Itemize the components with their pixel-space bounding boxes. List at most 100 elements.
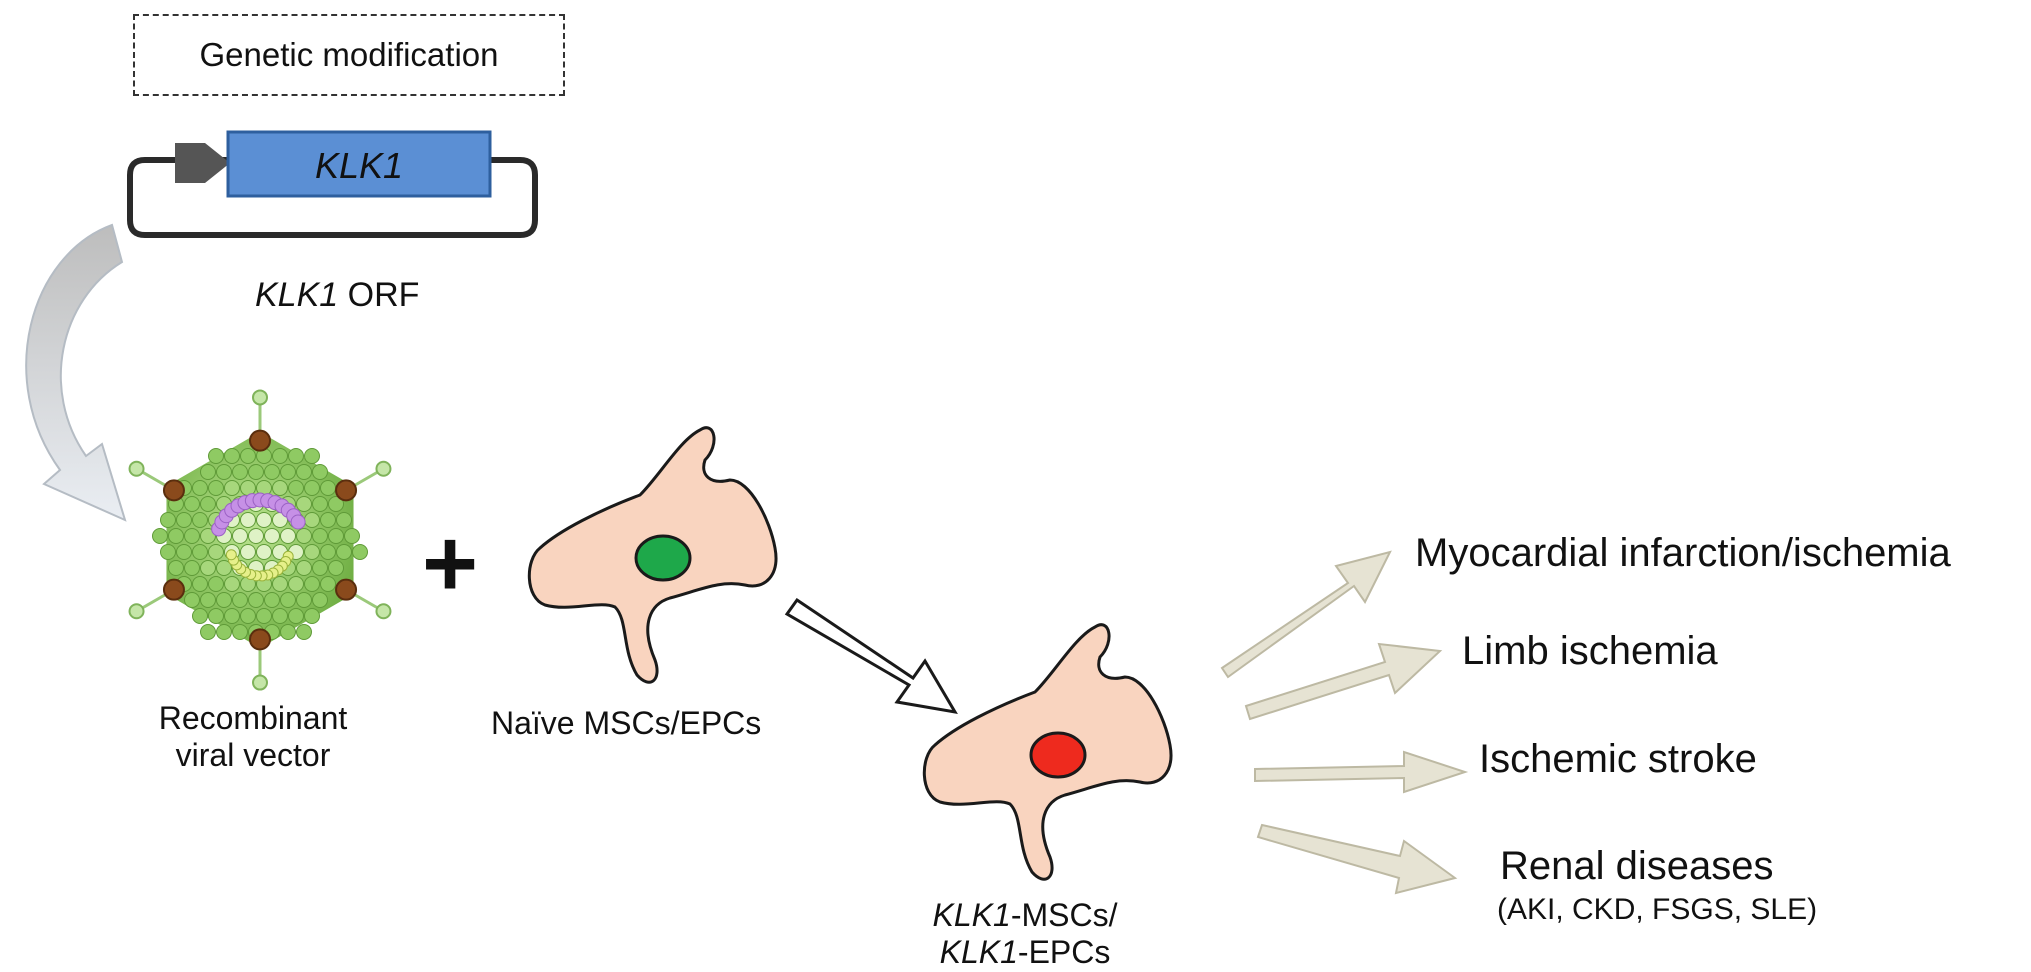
capsomere xyxy=(208,608,224,624)
klk1-gene-block xyxy=(226,130,492,198)
capsomere xyxy=(240,608,256,624)
capsomere xyxy=(280,592,296,608)
capsomere xyxy=(288,576,304,592)
capsomere xyxy=(240,448,256,464)
modified-cell-nucleus xyxy=(1029,731,1087,779)
capsomere xyxy=(296,560,312,576)
naive-cell-shape xyxy=(527,426,778,684)
capsid-vertex xyxy=(335,578,358,601)
gene-block-label: KLK1 xyxy=(314,145,404,186)
capsomere xyxy=(304,608,320,624)
capsomere xyxy=(256,544,272,560)
capsomere xyxy=(288,448,304,464)
capsomere xyxy=(352,544,368,560)
capsomere xyxy=(264,592,280,608)
capsomere xyxy=(248,528,264,544)
curved-transfer-arrow xyxy=(25,223,127,522)
application-myocardial: Myocardial infarction/ischemia xyxy=(1415,531,1951,575)
capsomere xyxy=(304,512,320,528)
capsomere xyxy=(296,464,312,480)
plasmid-backbone xyxy=(127,157,538,238)
capsomere xyxy=(336,512,352,528)
capsomere xyxy=(312,528,328,544)
capsomere xyxy=(296,592,312,608)
capsomere xyxy=(232,464,248,480)
capsomere xyxy=(312,592,328,608)
capsomere xyxy=(224,448,240,464)
capsomere xyxy=(320,480,336,496)
capsomere xyxy=(304,480,320,496)
naive-cells-label: Naïve MSCs/EPCs xyxy=(491,705,762,741)
capsomere xyxy=(312,560,328,576)
capsomere xyxy=(232,528,248,544)
modified-cells-line2-gene: KLK1 xyxy=(939,933,1018,970)
capsid-vertex xyxy=(335,479,358,502)
capsomere xyxy=(224,608,240,624)
capsomere xyxy=(296,624,312,640)
capsid-vertex xyxy=(249,429,271,452)
capsomere xyxy=(280,464,296,480)
capsomere xyxy=(176,544,192,560)
orf-caption-suffix: ORF xyxy=(338,276,420,314)
naive-cell-nucleus xyxy=(634,534,692,582)
capsomere xyxy=(208,448,224,464)
capsomere xyxy=(296,496,312,512)
capsomere xyxy=(192,576,208,592)
capsid-vertex xyxy=(162,578,185,601)
modified-cells-line1-gene: KLK1 xyxy=(932,897,1011,933)
capsomere xyxy=(216,592,232,608)
capsomere xyxy=(336,544,352,560)
outcome-arrow-renal xyxy=(1256,823,1458,895)
application-stroke: Ischemic stroke xyxy=(1479,737,1757,781)
capsomere xyxy=(208,544,224,560)
capsomere xyxy=(200,528,216,544)
capsomere xyxy=(328,528,344,544)
capsomere xyxy=(192,512,208,528)
capsomere xyxy=(176,512,192,528)
capsomere xyxy=(328,560,344,576)
outcome-arrow-limb xyxy=(1244,642,1443,721)
capsomere xyxy=(240,544,256,560)
modified-cells-line2: KLK1-EPCs xyxy=(925,934,1125,971)
genetic-modification-label: Genetic modification xyxy=(199,36,499,73)
capsid-fiber-knob xyxy=(375,460,392,477)
transformation-arrow xyxy=(784,597,958,715)
capsid-fiber-knob xyxy=(252,389,268,406)
capsomere xyxy=(328,496,344,512)
capsomere xyxy=(272,608,288,624)
plus-sign: + xyxy=(422,510,478,617)
orf-caption-gene: KLK1 xyxy=(255,276,339,314)
capsomere xyxy=(200,496,216,512)
modified-cells-line1: KLK1-MSCs/ xyxy=(925,897,1125,934)
orf-caption: KLK1 ORF xyxy=(255,276,419,315)
capsid-fiber-knob xyxy=(375,603,392,620)
outcome-arrows xyxy=(1220,550,1469,895)
capsomere xyxy=(184,496,200,512)
capsomere xyxy=(216,624,232,640)
capsomere xyxy=(224,480,240,496)
capsomere xyxy=(272,576,288,592)
capsomere xyxy=(312,464,328,480)
application-limb: Limb ischemia xyxy=(1462,629,1718,673)
outcome-arrow-stroke xyxy=(1254,750,1469,794)
capsomere xyxy=(248,592,264,608)
capsomere xyxy=(272,480,288,496)
viral-vector-icon xyxy=(128,389,392,691)
promoter-arrow xyxy=(175,143,230,183)
capsomere xyxy=(320,512,336,528)
capsomere xyxy=(200,464,216,480)
capsomere xyxy=(192,608,208,624)
capsomere xyxy=(208,480,224,496)
capsid-inner-bead xyxy=(225,549,237,561)
capsomere xyxy=(304,576,320,592)
capsomere xyxy=(320,576,336,592)
vector-caption-line2: viral vector xyxy=(175,736,331,773)
capsomere xyxy=(216,560,232,576)
capsid-vertex xyxy=(162,479,185,502)
capsomere xyxy=(200,560,216,576)
capsomere xyxy=(256,608,272,624)
capsomere xyxy=(248,464,264,480)
modified-cells-line2-suffix: -EPCs xyxy=(1017,933,1111,970)
capsomere xyxy=(304,448,320,464)
